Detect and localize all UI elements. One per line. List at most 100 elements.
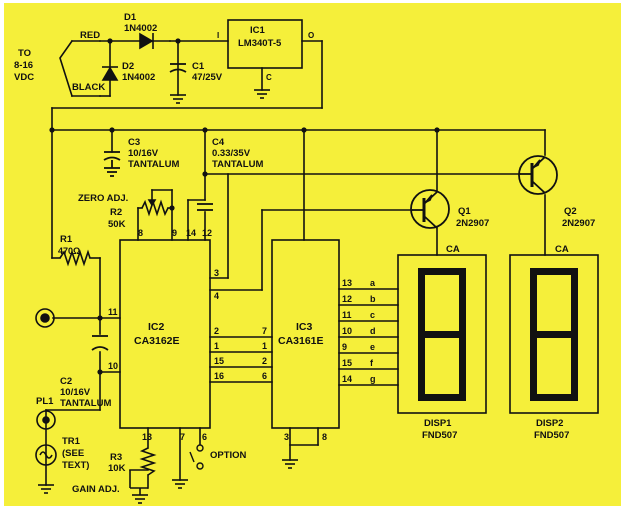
capacitor-c1 [169, 63, 187, 73]
segment-label-e: e [370, 342, 375, 352]
r2-ref: R2 [110, 207, 122, 218]
junction [97, 315, 103, 321]
c2-plate-bottom [91, 346, 109, 351]
disp2-ca: CA [555, 244, 569, 255]
segment-c [459, 336, 466, 398]
c3-plate-bottom [103, 156, 121, 161]
c2-type: TANTALUM [60, 398, 111, 409]
wires [45, 39, 546, 489]
q1-arrow [425, 194, 433, 203]
c4-value: 0.33/35V [212, 148, 251, 159]
ic3-pin-8: 8 [322, 432, 327, 442]
segment-cutout [539, 340, 569, 392]
d1-part: 1N4002 [124, 23, 157, 34]
q2-collector-lead [531, 180, 546, 194]
potentiometer-r3 [129, 447, 157, 504]
option-link [189, 451, 195, 463]
segment-label-f: f [370, 358, 374, 368]
segment-b [459, 270, 466, 332]
d2-part: 1N4002 [122, 72, 155, 83]
resistor-r1 [59, 249, 91, 267]
junctions [49, 38, 440, 375]
segment-c [571, 336, 578, 398]
ic3-pin-12: 12 [342, 294, 352, 304]
ic2-pin-3: 3 [214, 268, 219, 278]
tr1-ref: TR1 [62, 436, 81, 447]
ic2-ref: IC2 [148, 321, 165, 333]
capacitor-c3 [103, 151, 121, 177]
tr1-note-2: TEXT) [62, 460, 89, 471]
pin7-ground [172, 479, 188, 489]
c3-ref: C3 [128, 137, 140, 148]
q1-ref: Q1 [458, 206, 471, 217]
ic3-pin-7: 7 [262, 326, 267, 336]
black-label: BLACK [72, 82, 105, 93]
ic1-block [227, 19, 303, 69]
junction [301, 127, 307, 133]
r3-value: 10K [108, 463, 126, 474]
ic2-pin-14: 14 [186, 228, 196, 238]
segment-f [530, 270, 537, 332]
segment-e [530, 336, 537, 398]
segment-f [418, 270, 425, 332]
segment-cutout [539, 277, 569, 329]
r3-zigzag [139, 447, 157, 476]
segment-d [418, 394, 466, 401]
ic3-ref: IC3 [296, 321, 313, 333]
pl1-tr1 [35, 410, 57, 494]
capacitor-c2 [91, 335, 109, 351]
disp1-segments [418, 268, 466, 401]
segment-b [571, 270, 578, 332]
bracket-input [59, 39, 74, 98]
vdc-label: VDC [14, 72, 34, 83]
ic1-pin-o: O [308, 31, 314, 40]
c1-ground-symbol [170, 94, 186, 104]
junction [175, 38, 181, 44]
segment-label-g: g [370, 374, 376, 384]
segment-label-c: c [370, 310, 375, 320]
d2-ref: D2 [122, 61, 134, 72]
q2-part: 2N2907 [562, 218, 595, 229]
ic2-pin-12: 12 [202, 228, 212, 238]
ic2-pin-10: 10 [108, 361, 118, 371]
ic2-pin-9: 9 [172, 228, 177, 238]
ic2-pin-6: 6 [202, 432, 207, 442]
ic1-part: LM340T-5 [238, 38, 282, 49]
diode-d1 [139, 32, 154, 50]
zero-adj-label: ZERO ADJ. [78, 193, 128, 204]
q1-part: 2N2907 [456, 218, 489, 229]
r1-value: 470Ω [58, 246, 80, 256]
r2-value: 50K [108, 219, 126, 230]
ic3-pin-6: 6 [262, 371, 267, 381]
display-disp2 [509, 254, 599, 414]
to-label: TO [18, 48, 31, 59]
ic1-ref: IC1 [250, 25, 266, 36]
diode-d2-body [101, 66, 119, 81]
jack-outer [35, 308, 55, 328]
ic3-pin-11: 11 [342, 310, 352, 320]
r1-ref: R1 [60, 234, 73, 245]
junction [109, 127, 115, 133]
r2-wiper-arrow [147, 199, 157, 207]
r2-zigzag [141, 199, 169, 217]
c2-ref: C2 [60, 376, 72, 387]
ic2-pin-11: 11 [108, 307, 118, 317]
q2-ref: Q2 [564, 206, 577, 217]
ic2-pin-15: 15 [214, 356, 224, 366]
option-terminal [196, 462, 204, 470]
q2-arrow [533, 159, 541, 168]
display-disp1 [397, 254, 487, 414]
ic3-pin-13: 13 [342, 278, 352, 288]
diode-d1-body [139, 32, 154, 50]
ic3-pin-3: 3 [284, 432, 289, 442]
tr1-sine [39, 451, 53, 459]
junction [49, 127, 55, 133]
segment-d [530, 394, 578, 401]
c1-ref: C1 [192, 61, 205, 72]
labels: TO 8-16 VDC RED BLACK D1 1N4002 D2 1N400… [14, 12, 595, 495]
disp1-ca: CA [446, 244, 460, 255]
d1-ref: D1 [124, 12, 137, 23]
segment-label-d: d [370, 326, 376, 336]
ic3-pin-2: 2 [262, 356, 267, 366]
